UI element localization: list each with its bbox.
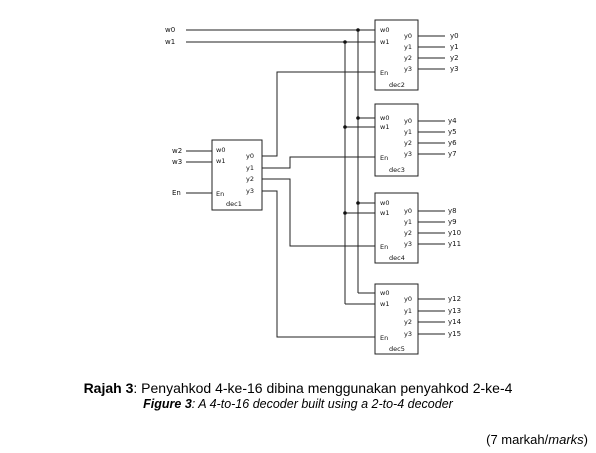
output-y8-label: y8 bbox=[448, 207, 457, 215]
dec4-pin-y3: y3 bbox=[404, 240, 412, 248]
decoder-diagram: w0 w1 w2 w3 En w0 w1 En y0 y1 y2 y3 dec1… bbox=[165, 19, 462, 355]
dec5-pin-y1: y1 bbox=[404, 307, 412, 315]
dec3-pin-y0: y0 bbox=[404, 117, 412, 125]
caption-malay-text: : Penyahkod 4-ke-16 dibina menggunakan p… bbox=[133, 380, 513, 396]
output-y3-label: y3 bbox=[450, 65, 459, 73]
caption-malay-prefix: Rajah 3 bbox=[83, 380, 134, 396]
dec1-pin-y3: y3 bbox=[246, 187, 254, 195]
output-y5-label: y5 bbox=[448, 128, 457, 136]
dec5-pin-w0: w0 bbox=[380, 289, 389, 297]
dec1-pin-en: En bbox=[216, 190, 224, 198]
dec3-name: dec3 bbox=[389, 166, 405, 174]
dec5-pin-y3: y3 bbox=[404, 330, 412, 338]
dec2-pin-en: En bbox=[380, 69, 388, 77]
output-y13-label: y13 bbox=[448, 307, 461, 315]
input-w0-label: w0 bbox=[165, 26, 175, 34]
dec5-pin-y0: y0 bbox=[404, 295, 412, 303]
dec4-name: dec4 bbox=[389, 254, 405, 262]
dec1-pin-y1: y1 bbox=[246, 164, 254, 172]
dec2-pin-w0: w0 bbox=[380, 26, 389, 34]
figure-caption-english: Figure 3: A 4-to-16 decoder built using … bbox=[0, 397, 596, 411]
dec2-box bbox=[374, 19, 419, 91]
output-y7-label: y7 bbox=[448, 150, 457, 158]
dec5-pin-y2: y2 bbox=[404, 318, 412, 326]
dec3-pin-y2: y2 bbox=[404, 139, 412, 147]
output-y14-label: y14 bbox=[448, 318, 462, 326]
dec5-pin-en: En bbox=[380, 334, 388, 342]
dec1-box bbox=[211, 139, 263, 211]
dec3-pin-w1: w1 bbox=[380, 123, 389, 131]
output-y4-label: y4 bbox=[448, 117, 457, 125]
dec1-pin-y2: y2 bbox=[246, 175, 254, 183]
dec3-pin-en: En bbox=[380, 154, 388, 162]
input-w2-label: w2 bbox=[172, 147, 182, 155]
output-y15-label: y15 bbox=[448, 330, 461, 338]
marks-italic: marks bbox=[548, 432, 584, 447]
marks-label: (7 markah/marks) bbox=[486, 432, 588, 447]
dec1-pin-w1: w1 bbox=[216, 157, 225, 165]
dec3-box bbox=[374, 103, 419, 177]
dec5-pin-w1: w1 bbox=[380, 300, 389, 308]
dec4-pin-w1: w1 bbox=[380, 209, 389, 217]
output-y2-label: y2 bbox=[450, 54, 459, 62]
dec2-pin-w1: w1 bbox=[380, 38, 389, 46]
dec3-pin-y3: y3 bbox=[404, 150, 412, 158]
dec4-pin-y0: y0 bbox=[404, 207, 412, 215]
output-y12-label: y12 bbox=[448, 295, 461, 303]
dec4-pin-y1: y1 bbox=[404, 218, 412, 226]
output-y10-label: y10 bbox=[448, 229, 461, 237]
dec2-pin-y3: y3 bbox=[404, 65, 412, 73]
dec1-pin-y0: y0 bbox=[246, 152, 254, 160]
output-y6-label: y6 bbox=[448, 139, 457, 147]
output-y11-label: y11 bbox=[448, 240, 461, 248]
dec3-pin-y1: y1 bbox=[404, 128, 412, 136]
dec2-pin-y2: y2 bbox=[404, 54, 412, 62]
input-en-label: En bbox=[172, 189, 181, 197]
dec1-name: dec1 bbox=[226, 200, 242, 208]
dec4-pin-y2: y2 bbox=[404, 229, 412, 237]
dec5-name: dec5 bbox=[389, 345, 405, 353]
figure-caption-malay: Rajah 3: Penyahkod 4-ke-16 dibina menggu… bbox=[0, 380, 596, 396]
output-y9-label: y9 bbox=[448, 218, 457, 226]
dec5-box bbox=[374, 283, 419, 355]
input-w1-label: w1 bbox=[165, 38, 175, 46]
dec1-pin-w0: w0 bbox=[216, 146, 225, 154]
dec2-name: dec2 bbox=[389, 81, 405, 89]
dec4-box bbox=[374, 192, 419, 264]
dec2-pin-y1: y1 bbox=[404, 43, 412, 51]
dec3-pin-w0: w0 bbox=[380, 114, 389, 122]
dec4-pin-en: En bbox=[380, 243, 388, 251]
output-y0-label: y0 bbox=[450, 32, 459, 40]
caption-english-text: : A 4-to-16 decoder built using a 2-to-4… bbox=[191, 397, 453, 411]
caption-english-prefix: Figure 3 bbox=[143, 397, 192, 411]
dec4-pin-w0: w0 bbox=[380, 199, 389, 207]
marks-open: (7 markah/ bbox=[486, 432, 549, 447]
marks-close: ) bbox=[583, 432, 588, 447]
output-y1-label: y1 bbox=[450, 43, 459, 51]
dec2-pin-y0: y0 bbox=[404, 32, 412, 40]
input-w3-label: w3 bbox=[172, 158, 182, 166]
